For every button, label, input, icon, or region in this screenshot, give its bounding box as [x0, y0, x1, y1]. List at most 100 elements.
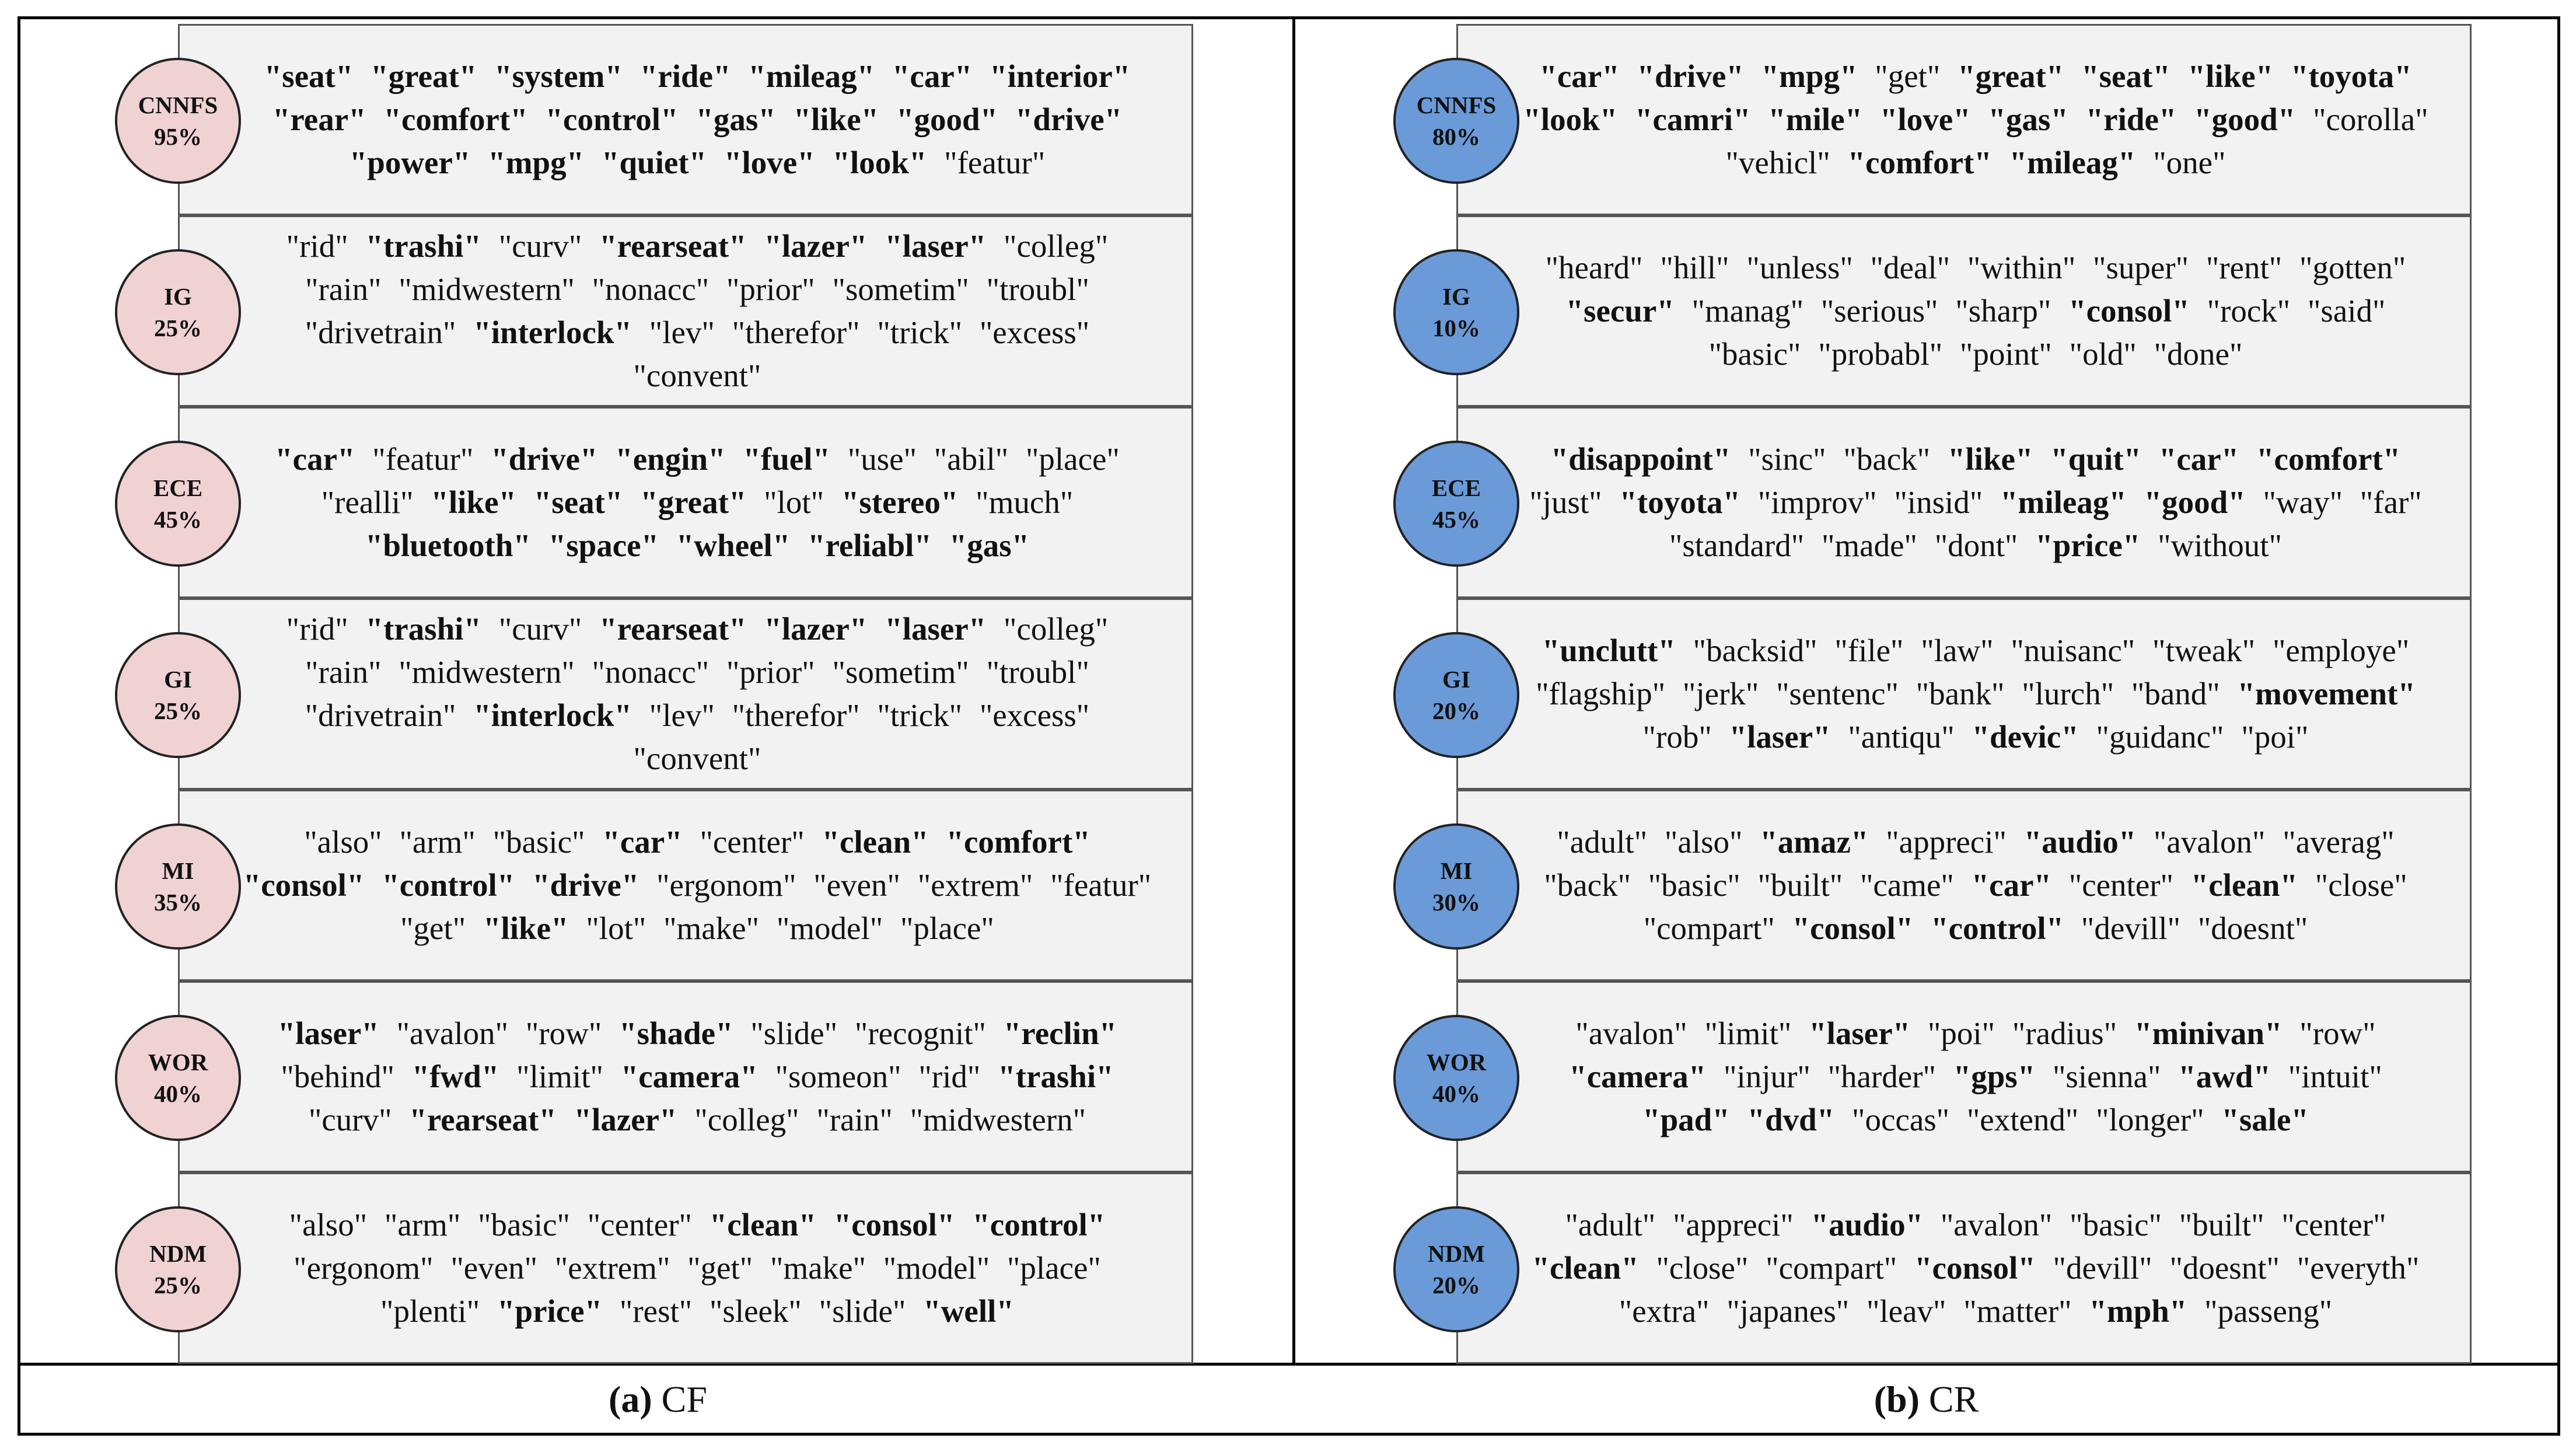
- word: "injur": [1724, 1059, 1810, 1094]
- highlighted-word: "laser": [885, 228, 987, 264]
- word-list: "heard" "hill" "unless" "deal" "within" …: [1516, 246, 2435, 376]
- word: "even": [450, 1250, 538, 1286]
- highlighted-word: "clean": [822, 824, 929, 860]
- word: "get": [1875, 58, 1941, 94]
- highlighted-word: "unclutt": [1542, 633, 1676, 668]
- highlighted-word: "trashi": [365, 611, 481, 647]
- highlighted-word: "drive": [1015, 102, 1123, 137]
- word: "sleek": [709, 1293, 802, 1329]
- word: "get": [687, 1250, 753, 1286]
- word-list: "unclutt" "backsid" "file" "law" "nuisan…: [1516, 629, 2435, 759]
- highlighted-word: "amaz": [1760, 824, 1869, 860]
- highlighted-word: "camera": [1569, 1059, 1707, 1094]
- figure: "seat" "great" "system" "ride" "mileag" …: [18, 16, 2560, 1436]
- highlighted-word: "comfort": [383, 102, 528, 137]
- word: "close": [1656, 1250, 1749, 1286]
- word: "avalon": [1575, 1015, 1687, 1051]
- highlighted-word: "look": [1523, 102, 1618, 137]
- word: "sharp": [1955, 293, 2051, 329]
- highlighted-word: "car": [275, 441, 355, 477]
- highlighted-word: "like": [2187, 58, 2274, 94]
- word: "rain": [305, 654, 382, 690]
- word: "midwestern": [399, 271, 575, 307]
- highlighted-word: "price": [2035, 528, 2141, 563]
- word: "someon": [775, 1059, 901, 1094]
- method-percentage: 80%: [1432, 123, 1480, 150]
- word: "ergonom": [293, 1250, 434, 1286]
- word: "rest": [619, 1293, 693, 1329]
- method-row: "also" "arm" "basic" "car" "center" "cle…: [178, 790, 1193, 981]
- method-percentage: 40%: [154, 1080, 202, 1107]
- word: "nonacc": [592, 271, 709, 307]
- word: "poi": [2241, 719, 2309, 755]
- word: "rid": [918, 1059, 981, 1094]
- word: "basic": [1708, 336, 1801, 372]
- word: "use": [847, 441, 917, 477]
- word: "sinc": [1748, 441, 1826, 477]
- highlighted-word: "stereo": [841, 484, 959, 520]
- word: "intuit": [2288, 1059, 2382, 1094]
- highlighted-word: "mpg": [488, 145, 585, 180]
- caption-text: CF: [661, 1378, 707, 1420]
- word: "curv": [308, 1102, 392, 1137]
- highlighted-word: "car": [2158, 441, 2239, 477]
- word: "probabl": [1818, 336, 1943, 372]
- word: "built": [2179, 1207, 2264, 1242]
- word: "slide": [750, 1015, 838, 1051]
- word: "center": [2281, 1207, 2386, 1242]
- word: "serious": [1820, 293, 1938, 329]
- word: "realli": [321, 484, 414, 520]
- word: "model": [883, 1250, 990, 1286]
- highlighted-word: "control": [382, 867, 515, 903]
- word: "hill": [1660, 250, 1729, 285]
- highlighted-word: "mileag": [2009, 145, 2136, 180]
- highlighted-word: "pad": [1642, 1102, 1730, 1137]
- word: "compart": [1643, 910, 1775, 946]
- word: "japanes": [1726, 1293, 1850, 1329]
- word: "featur": [1050, 867, 1152, 903]
- word: "prior": [726, 271, 815, 307]
- word-list: "laser" "avalon" "row" "shade" "slide" "…: [238, 1012, 1156, 1142]
- word: "one": [2153, 145, 2226, 180]
- highlighted-word: "drive": [532, 867, 639, 903]
- highlighted-word: "clean": [709, 1207, 816, 1242]
- word: "basic": [1648, 867, 1740, 903]
- highlighted-word: "mile": [1768, 102, 1863, 137]
- highlighted-word: "mph": [2089, 1293, 2187, 1329]
- method-row: "car" "drive" "mpg" "get" "great" "seat"…: [1456, 24, 2472, 215]
- highlighted-word: "interlock": [473, 697, 632, 733]
- word: "everyth": [2297, 1250, 2420, 1286]
- word: "midwestern": [399, 654, 575, 690]
- word-list: "car" "featur" "drive" "engin" "fuel" "u…: [238, 438, 1156, 567]
- highlighted-word: "like": [431, 484, 516, 520]
- method-percentage: 35%: [154, 889, 202, 916]
- highlighted-word: "mileag": [2000, 484, 2127, 520]
- word: "nuisanc": [2011, 633, 2135, 668]
- word: "extend": [1966, 1102, 2079, 1137]
- highlighted-word: "like": [1947, 441, 2033, 477]
- word-list: "also" "arm" "basic" "center" "clean" "c…: [238, 1203, 1156, 1333]
- word: "way": [2263, 484, 2343, 520]
- highlighted-word: "lazer": [764, 228, 868, 264]
- highlighted-word: "audio": [2023, 824, 2137, 860]
- word: "manag": [1691, 293, 1804, 329]
- highlighted-word: "rearseat": [599, 611, 747, 647]
- highlighted-word: "good": [2144, 484, 2246, 520]
- highlighted-word: "great": [371, 58, 477, 94]
- word: "point": [1959, 336, 2052, 372]
- highlighted-word: "toyota": [1619, 484, 1741, 520]
- word-list: "disappoint" "sinc" "back" "like" "quit"…: [1516, 438, 2435, 567]
- word: "tweak": [2152, 633, 2256, 668]
- word: "sometim": [832, 271, 969, 307]
- panel-b: "car" "drive" "mpg" "get" "great" "seat"…: [1295, 19, 2557, 1366]
- word: "rain": [816, 1102, 893, 1137]
- highlighted-word: "like": [793, 102, 879, 137]
- word: "said": [2307, 293, 2386, 329]
- word: "devill": [2081, 910, 2181, 946]
- highlighted-word: "comfort": [2256, 441, 2401, 477]
